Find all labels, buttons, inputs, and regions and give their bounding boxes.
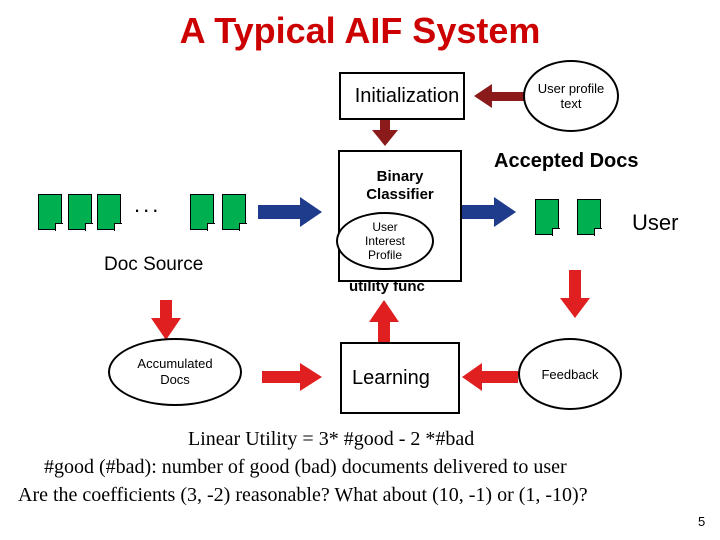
note-line-3: Are the coefficients (3, -2) reasonable?… [18,484,588,506]
slide-title: A Typical AIF System [179,10,541,51]
accepted-doc-2 [577,199,602,236]
user-interest-profile-oval: User Interest Profile [336,212,434,270]
arrow-initialization-to-classifier [372,120,398,146]
learning-label: Learning [352,366,430,389]
source-doc-4 [190,194,215,231]
feedback-label: Feedback [541,366,599,382]
accumulated-docs-label: Accumulated Docs [137,356,213,387]
accumulated-docs-oval: Accumulated Docs [108,338,242,406]
user-interest-profile-label: User Interest Profile [364,220,406,262]
arrow-learning-to-utility [369,300,399,346]
user-label: User [632,210,679,235]
note-line-1: Linear Utility = 3* #good - 2 *#bad [188,428,475,450]
arrow-feedback-to-learning [462,363,518,391]
feedback-oval: Feedback [518,338,622,410]
utility-func-label: utility func [349,278,425,295]
initialization-box: Initialization [339,72,465,120]
arrow-profile-to-initialization [474,84,528,108]
source-doc-1 [38,194,63,231]
source-doc-3 [97,194,122,231]
arrow-docsource-to-classifier [258,197,322,227]
arrow-accumulated-to-learning [262,363,322,391]
arrow-user-to-feedback [560,270,590,318]
accepted-doc-1 [535,199,560,236]
arrow-classifier-to-accepted [462,197,516,227]
learning-box: Learning [340,342,460,414]
accepted-docs-label: Accepted Docs [494,150,639,172]
page-number: 5 [698,514,706,529]
source-doc-5 [222,194,247,231]
doc-source-label: Doc Source [104,254,204,275]
initialization-label: Initialization [354,84,460,107]
binary-classifier-label: Binary Classifier [366,168,434,203]
note-line-2: #good (#bad): number of good (bad) docum… [44,456,567,478]
source-doc-2 [68,194,93,231]
user-profile-text-label: User profile text [537,81,605,111]
doc-source-ellipsis: ... [134,192,162,217]
user-profile-text-oval: User profile text [523,60,619,132]
arrow-docsource-to-accumulated [151,300,181,340]
